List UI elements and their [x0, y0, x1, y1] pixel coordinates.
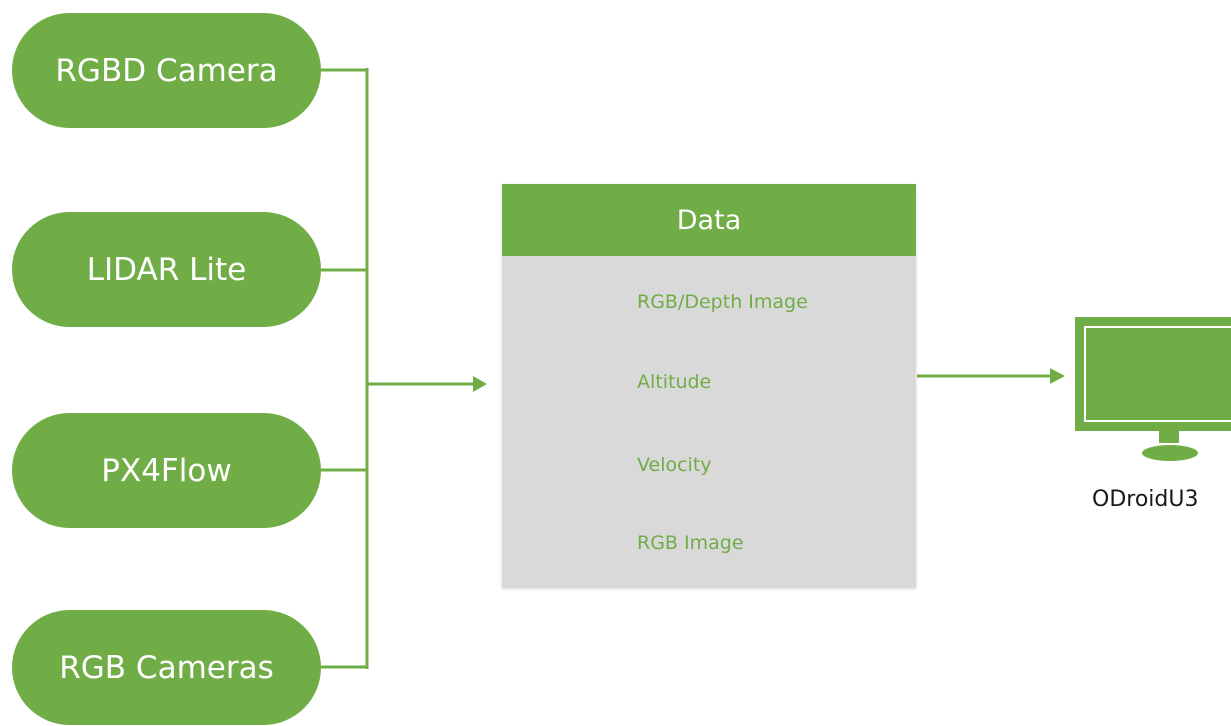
device-label: ODroidU3	[1092, 487, 1199, 512]
sensor-label: RGB Cameras	[59, 649, 274, 686]
monitor-icon	[1075, 317, 1231, 461]
sensor-bus	[321, 68, 475, 669]
data-item-velocity: Velocity	[637, 454, 712, 476]
sensor-label: PX4Flow	[101, 452, 232, 489]
data-item-altitude: Altitude	[637, 371, 712, 393]
sensor-label: LIDAR Lite	[86, 251, 247, 288]
sensor-rgb-cameras: RGB Cameras	[12, 610, 321, 725]
data-item-rgb-depth-image: RGB/Depth Image	[637, 291, 808, 313]
sensor-label: RGBD Camera	[55, 52, 278, 89]
arrow-to-data-icon	[473, 376, 487, 392]
arrow-to-device-icon	[1050, 368, 1065, 384]
data-item-rgb-image: RGB Image	[637, 532, 744, 554]
data-box-header: Data	[502, 184, 916, 256]
sensor-lidar-lite: LIDAR Lite	[12, 212, 321, 327]
sensor-rgbd-camera: RGBD Camera	[12, 13, 321, 128]
data-box: Data RGB/Depth Image Altitude Velocity R…	[502, 184, 916, 588]
sensor-px4flow: PX4Flow	[12, 413, 321, 528]
data-box-title: Data	[676, 204, 742, 236]
